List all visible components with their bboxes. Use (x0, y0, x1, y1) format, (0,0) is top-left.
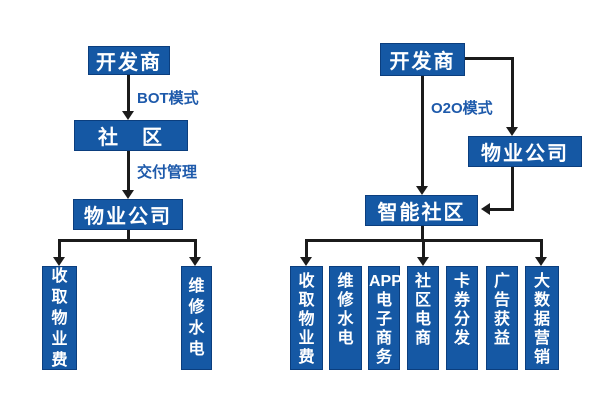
connector-line (58, 239, 197, 242)
right-leaf-app-ecommerce: APP 电 子 商 务 (368, 266, 402, 370)
connector-line (194, 239, 197, 257)
o2o-mode-label: O2O模式 (431, 100, 493, 117)
connector-line (465, 57, 514, 60)
connector-line (422, 239, 425, 257)
connector-line (511, 167, 514, 210)
left-community-node: 社 区 (74, 120, 188, 151)
right-leaf-big-data-marketing: 大 数 据 营 销 (525, 266, 559, 370)
right-property-company-node: 物业公司 (468, 136, 582, 167)
right-leaf-repair-utilities: 维 修 水 电 (329, 266, 362, 370)
left-leaf-collect-property-fees: 收 取 物 业 费 (42, 266, 77, 370)
right-leaf-collect-property-fees: 收 取 物 业 费 (290, 266, 323, 370)
right-leaf-community-ecommerce: 社 区 电 商 (407, 266, 439, 370)
delivery-management-label: 交付管理 (137, 164, 198, 181)
connector-line (421, 226, 424, 241)
connector-line (540, 239, 543, 257)
left-property-company-node: 物业公司 (73, 199, 183, 230)
left-developer-node: 开发商 (88, 46, 170, 75)
connector-line (127, 151, 130, 191)
arrow-down-icon (53, 257, 65, 266)
smart-community-node: 智能社区 (365, 195, 478, 226)
connector-line (421, 76, 424, 187)
right-leaf-coupon-distribution: 卡 券 分 发 (446, 266, 478, 370)
arrow-down-icon (189, 257, 201, 266)
arrow-left-icon (481, 203, 490, 215)
left-leaf-repair-utilities: 维 修 水 电 (181, 266, 212, 370)
connector-line (58, 239, 61, 257)
connector-line (511, 57, 514, 127)
arrow-down-icon (417, 257, 429, 266)
right-leaf-advertising-revenue: 广 告 获 益 (486, 266, 518, 370)
connector-line (127, 75, 130, 113)
right-developer-node: 开发商 (380, 43, 465, 76)
arrow-down-icon (416, 186, 428, 195)
arrow-down-icon (506, 127, 518, 136)
arrow-down-icon (122, 111, 134, 120)
connector-line (127, 230, 130, 242)
connector-line (305, 239, 308, 257)
arrow-down-icon (535, 257, 547, 266)
arrow-down-icon (122, 190, 134, 199)
connector-line (490, 208, 514, 211)
arrow-down-icon (300, 257, 312, 266)
bot-mode-label: BOT模式 (137, 90, 199, 107)
